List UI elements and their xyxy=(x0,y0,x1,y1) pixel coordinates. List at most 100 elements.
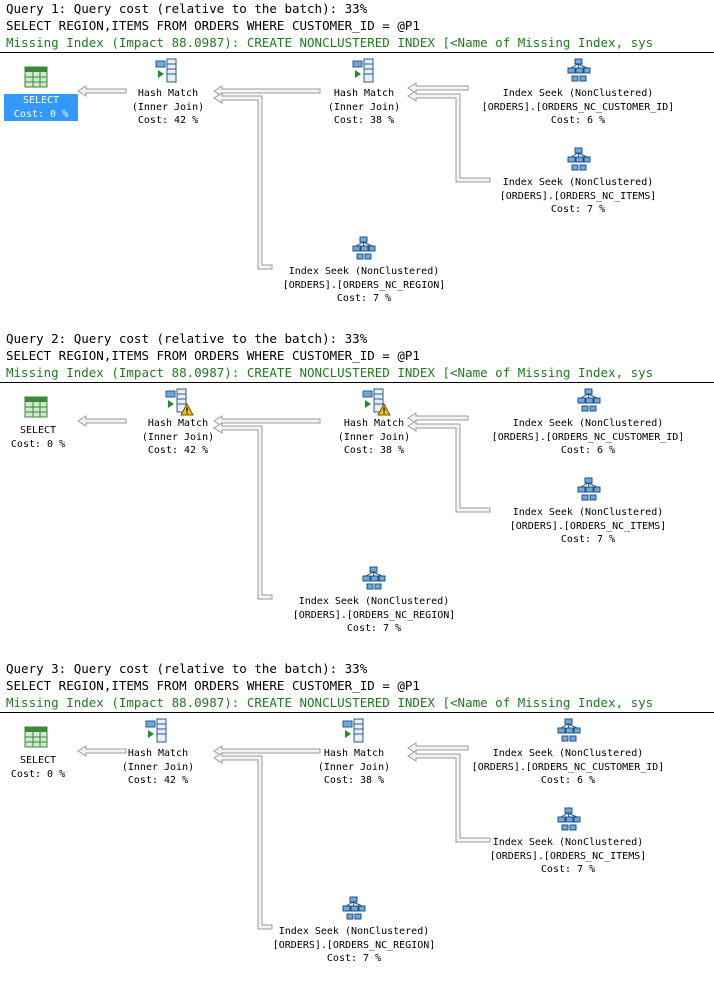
select-label: SELECT xyxy=(19,425,57,436)
node-label-line: [ORDERS].[ORDERS_NC_CUSTOMER_ID] xyxy=(491,431,685,443)
index-seek-region-node[interactable]: Index Seek (NonClustered)[ORDERS].[ORDER… xyxy=(264,265,464,306)
hash-match-node-1[interactable]: Hash Match(Inner Join)Cost: 42 % xyxy=(118,87,218,128)
index-seek-icon[interactable] xyxy=(557,807,581,835)
index-seek-region-node[interactable]: Index Seek (NonClustered)[ORDERS].[ORDER… xyxy=(274,595,474,636)
hash-match-icon[interactable] xyxy=(341,718,365,748)
query-plan-panel-2: Query 2: Query cost (relative to the bat… xyxy=(0,330,714,660)
node-label-line: [ORDERS].[ORDERS_NC_REGION] xyxy=(282,279,446,291)
warning-icon xyxy=(377,403,391,416)
select-label: SELECT xyxy=(22,95,60,106)
header-separator xyxy=(0,712,714,713)
index-seek-items-node[interactable]: Index Seek (NonClustered) [ORDERS].[ORDER… xyxy=(478,176,678,217)
missing-index-hint[interactable]: Missing Index (Impact 88.0987): CREATE N… xyxy=(6,695,654,710)
query-plan-panel-3: Query 3: Query cost (relative to the bat… xyxy=(0,660,714,990)
node-label-line: [ORDERS].[ORDERS_NC_ITEMS] xyxy=(509,520,667,532)
node-label-line: [ORDERS].[ORDERS_NC_ITEMS] xyxy=(489,850,647,862)
hash-match-icon[interactable] xyxy=(144,718,168,748)
plan-connectors xyxy=(77,82,491,270)
select-node[interactable]: SELECT Cost: 0 % xyxy=(4,424,72,451)
node-label-line: (Inner Join) xyxy=(141,431,215,443)
arrow-hm2-to-hm1 xyxy=(213,85,321,97)
node-label-line: Cost: 6 % xyxy=(560,445,616,456)
node-label-line: Hash Match xyxy=(343,418,405,429)
missing-index-hint[interactable]: Missing Index (Impact 88.0987): CREATE N… xyxy=(6,365,654,380)
node-label-line: Cost: 7 % xyxy=(550,204,606,215)
hash-match-icon[interactable] xyxy=(164,388,194,418)
node-label-line: [ORDERS].[ORDERS_NC_REGION] xyxy=(292,609,456,621)
arrow-region-to-hm1 xyxy=(213,92,273,270)
select-cost: Cost: 0 % xyxy=(10,438,66,450)
arrow-hm2-to-hm1 xyxy=(213,415,321,427)
hash-match-node-1[interactable]: Hash Match(Inner Join)Cost: 42 % xyxy=(108,747,208,788)
node-label-line: (Inner Join) xyxy=(317,761,391,773)
plan-connectors xyxy=(77,742,491,930)
arrow-items-to-hm2 xyxy=(407,750,491,843)
arrow-region-to-hm1 xyxy=(213,752,273,930)
index-seek-items-node[interactable]: Index Seek (NonClustered) [ORDERS].[ORDER… xyxy=(488,506,688,547)
node-label-line: Cost: 38 % xyxy=(333,115,395,126)
hash-match-node-1[interactable]: Hash Match(Inner Join)Cost: 42 % xyxy=(128,417,228,458)
node-label-line: Cost: 38 % xyxy=(323,775,385,786)
hash-match-icon[interactable] xyxy=(351,58,375,88)
header-separator xyxy=(0,382,714,383)
node-label-line: Cost: 7 % xyxy=(326,953,382,964)
hash-match-node-2[interactable]: Hash Match(Inner Join)Cost: 38 % xyxy=(324,417,424,458)
missing-index-hint[interactable]: Missing Index (Impact 88.0987): CREATE N… xyxy=(6,35,654,50)
node-label-line: Cost: 38 % xyxy=(343,445,405,456)
node-label-line: Index Seek (NonClustered) xyxy=(512,507,664,518)
node-label-line: Hash Match xyxy=(323,748,385,759)
plan-connectors xyxy=(77,412,491,600)
node-label-line: Index Seek (NonClustered) xyxy=(492,748,644,759)
query-cost-header: Query 2: Query cost (relative to the bat… xyxy=(6,331,368,346)
node-label-line: [ORDERS].[ORDERS_NC_ITEMS] xyxy=(499,190,657,202)
hash-match-node-2[interactable]: Hash Match (Inner Join) Cost: 38 % xyxy=(304,747,404,788)
warning-icon xyxy=(180,403,194,416)
arrow-items-to-hm2 xyxy=(407,90,491,183)
arrow-items-to-hm2 xyxy=(407,420,491,513)
index-seek-region-node[interactable]: Index Seek (NonClustered)[ORDERS].[ORDER… xyxy=(254,925,454,966)
query-sql-text: SELECT REGION,ITEMS FROM ORDERS WHERE CU… xyxy=(6,348,420,363)
node-label-line: Hash Match xyxy=(127,748,189,759)
select-cost: Cost: 0 % xyxy=(13,108,69,120)
index-seek-customer-id-node[interactable]: Index Seek (NonClustered)[ORDERS].[ORDER… xyxy=(458,747,678,788)
header-separator xyxy=(0,52,714,53)
index-seek-icon[interactable] xyxy=(362,566,386,594)
select-table-icon[interactable] xyxy=(24,396,48,422)
hash-match-node-2[interactable]: Hash Match(Inner Join)Cost: 38 % xyxy=(314,87,414,128)
node-label-line: [ORDERS].[ORDERS_NC_CUSTOMER_ID] xyxy=(481,101,675,113)
index-seek-customer-id-node[interactable]: Index Seek (NonClustered) [ORDERS].[ORDER… xyxy=(468,87,688,128)
index-seek-icon[interactable] xyxy=(577,388,601,416)
node-label-line: [ORDERS].[ORDERS_NC_REGION] xyxy=(272,939,436,951)
select-node[interactable]: SELECT Cost: 0 % xyxy=(4,94,78,121)
index-seek-icon[interactable] xyxy=(352,236,376,264)
query-sql-text: SELECT REGION,ITEMS FROM ORDERS WHERE CU… xyxy=(6,18,420,33)
arrow-hm1-to-select xyxy=(77,415,127,427)
hash-match-icon[interactable] xyxy=(154,58,178,88)
node-label-line: Index Seek (NonClustered) xyxy=(512,418,664,429)
node-label-line: Hash Match xyxy=(147,418,209,429)
query-cost-header: Query 1: Query cost (relative to the bat… xyxy=(6,1,368,16)
node-label-line: Cost: 7 % xyxy=(560,534,616,545)
node-label-line: Cost: 7 % xyxy=(336,293,392,304)
index-seek-icon[interactable] xyxy=(557,718,581,746)
node-label-line: Cost: 7 % xyxy=(540,864,596,875)
index-seek-icon[interactable] xyxy=(567,58,591,86)
index-seek-customer-id-node[interactable]: Index Seek (NonClustered) [ORDERS].[ORDER… xyxy=(478,417,698,458)
index-seek-items-node[interactable]: Index Seek (NonClustered)[ORDERS].[ORDER… xyxy=(468,836,668,877)
query-cost-header: Query 3: Query cost (relative to the bat… xyxy=(6,661,368,676)
arrow-hm1-to-select xyxy=(77,85,127,97)
hash-match-icon[interactable] xyxy=(361,388,391,418)
select-table-icon[interactable] xyxy=(24,66,48,92)
node-label-line: Cost: 7 % xyxy=(346,623,402,634)
select-label: SELECT xyxy=(19,755,57,766)
select-node[interactable]: SELECT Cost: 0 % xyxy=(4,754,72,781)
index-seek-icon[interactable] xyxy=(567,147,591,175)
arrow-hm1-to-select xyxy=(77,745,127,757)
index-seek-icon[interactable] xyxy=(342,896,366,924)
select-table-icon[interactable] xyxy=(24,726,48,752)
node-label-line: Index Seek (NonClustered) xyxy=(502,88,654,99)
node-label-line: Index Seek (NonClustered) xyxy=(502,177,654,188)
node-label-line: Cost: 42 % xyxy=(137,115,199,126)
node-label-line: Cost: 6 % xyxy=(540,775,596,786)
index-seek-icon[interactable] xyxy=(577,477,601,505)
